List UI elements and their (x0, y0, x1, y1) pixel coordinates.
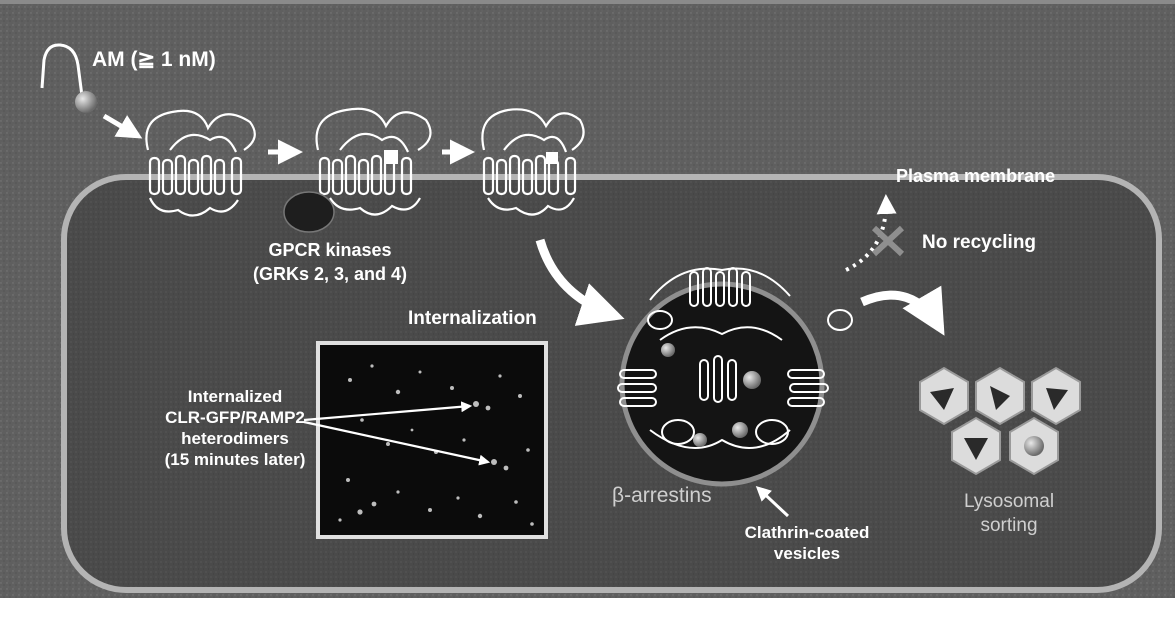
internalized-line3: heterodimers (148, 428, 322, 449)
beta-arrestins-label: β-arrestins (612, 484, 712, 508)
lysosomal-line2: sorting (944, 514, 1074, 538)
clathrin-line1: Clathrin-coated (732, 522, 882, 543)
grk-kinase (284, 192, 334, 232)
internalized-line2: CLR-GFP/RAMP2 (148, 407, 322, 428)
internalized-caption: Internalized CLR-GFP/RAMP2 heterodimers … (148, 386, 322, 470)
lysosomal-sorting-label: Lysosomal sorting (944, 490, 1074, 538)
gpcr-kinases-line1: GPCR kinases (230, 238, 430, 262)
gpcr-kinases-line2: (GRKs 2, 3, and 4) (230, 262, 430, 286)
gpcr-kinases-label: GPCR kinases (GRKs 2, 3, and 4) (230, 238, 430, 286)
clathrin-label: Clathrin-coated vesicles (732, 522, 882, 564)
micrograph-image (318, 343, 546, 537)
no-recycling-label: No recycling (922, 232, 1036, 254)
ligand-ball (75, 91, 97, 113)
internalized-line4: (15 minutes later) (148, 449, 322, 470)
internalization-label: Internalization (408, 308, 537, 330)
lysosomal-line1: Lysosomal (944, 490, 1074, 514)
plasma-membrane-label: Plasma membrane (896, 166, 1055, 187)
internalized-line1: Internalized (148, 386, 322, 407)
ligand-label: AM (≧ 1 nM) (92, 47, 216, 72)
clathrin-line2: vesicles (732, 543, 882, 564)
